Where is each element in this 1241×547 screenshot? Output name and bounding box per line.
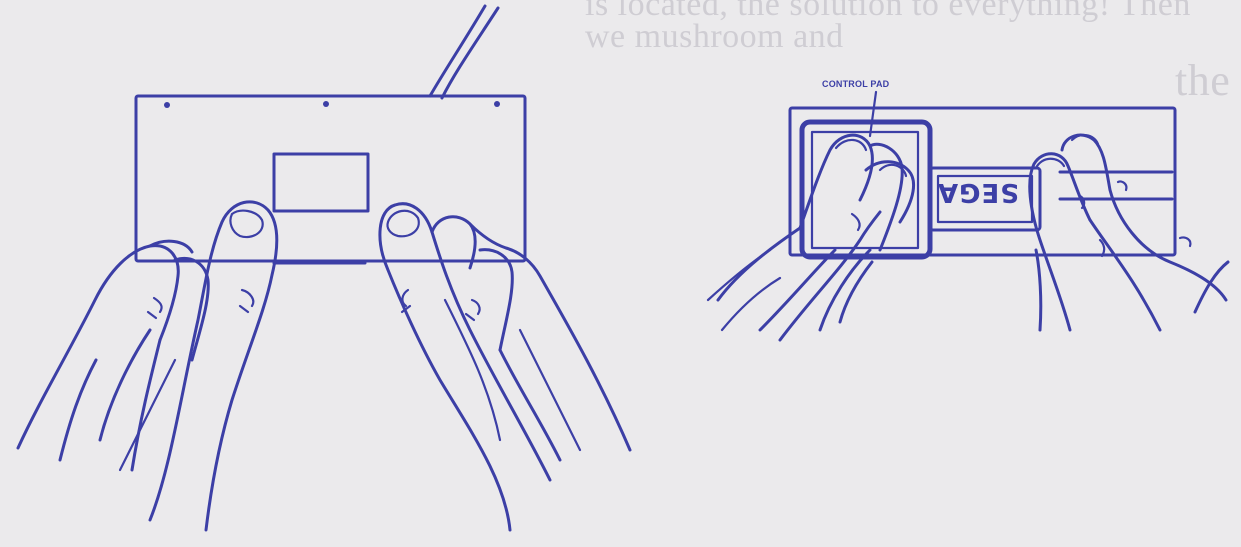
left-controller-illustration [18,6,630,530]
controller-body [136,96,525,261]
sega-logo: SEGA [937,177,1019,207]
label-pointer [870,92,876,136]
controller-cable [430,6,485,96]
controller-window [274,154,368,211]
control-pad-label: CONTROL PAD [822,79,889,89]
left-hand [18,246,178,448]
screw-dot [164,102,170,108]
screw-dot [494,101,500,107]
screw-dot [323,101,329,107]
right-controller-illustration [708,92,1228,340]
